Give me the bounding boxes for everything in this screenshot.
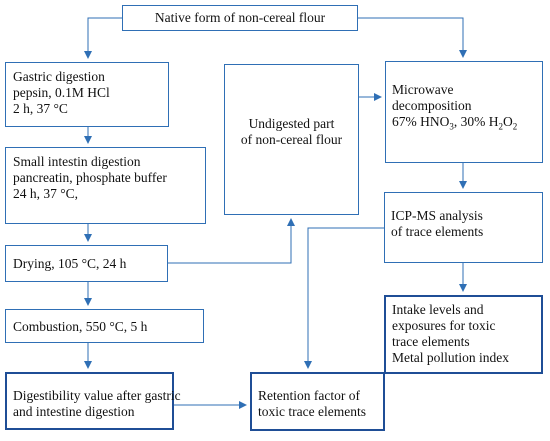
- microwave-h2o2-a: , 30% H: [453, 114, 499, 129]
- combustion-label: Combustion, 550 °C, 5 h: [13, 319, 148, 334]
- digestibility-line-1: Digestibility value after gastric: [13, 388, 181, 403]
- gastric-line-1: Gastric digestion: [13, 69, 105, 84]
- microwave-line-1: Microwave: [392, 82, 454, 97]
- arrow-drying-to-undigested: [168, 218, 295, 264]
- gastric-line-3: 2 h, 37 °C: [13, 101, 68, 116]
- intestine-line-1: Small intestin digestion: [13, 154, 141, 169]
- microwave-prefix: decomposition: [392, 98, 472, 113]
- gastric-line-2: pepsin, 0.1M HCl: [13, 85, 110, 100]
- arrow-native-to-gastric: [84, 17, 122, 59]
- icpms-line-2: of trace elements: [391, 224, 484, 239]
- box-intake-levels: Intake levels and exposures for toxic tr…: [384, 295, 543, 374]
- undigested-line-1: Undigested part: [248, 116, 335, 131]
- box-native-flour: Native form of non-cereal flour: [122, 5, 358, 31]
- intake-line-1: Intake levels and: [392, 302, 484, 317]
- box-icpms-analysis: ICP-MS analysis of trace elements: [384, 192, 543, 263]
- microwave-hno3: 67% HNO: [392, 114, 450, 129]
- box-digestibility-value: Digestibility value after gastric and in…: [5, 372, 181, 430]
- microwave-h2o2-b: O: [503, 114, 513, 129]
- digestibility-line-2: and intestine digestion: [13, 404, 135, 419]
- intestine-line-2: pancreatin, phosphate buffer: [13, 170, 167, 185]
- microwave-sub-2b: 2: [512, 121, 518, 132]
- intestine-line-3: 24 h, 37 °C,: [13, 186, 79, 201]
- retention-line-2: toxic trace elements: [258, 404, 366, 419]
- box-retention-factor: Retention factor of toxic trace elements: [250, 372, 385, 431]
- intake-line-3: trace elements: [392, 334, 470, 349]
- box-small-intestine-digestion: Small intestin digestion pancreatin, pho…: [5, 147, 206, 224]
- intake-line-4: Metal pollution index: [392, 350, 509, 365]
- microwave-sub-3: 3: [449, 121, 454, 132]
- intake-line-2: exposures for toxic: [392, 318, 496, 333]
- native-flour-label: Native form of non-cereal flour: [154, 10, 326, 25]
- box-gastric-digestion: Gastric digestion pepsin, 0.1M HCl 2 h, …: [5, 62, 169, 127]
- arrow-native-to-microwave: [358, 17, 467, 58]
- drying-label: Drying, 105 °C, 24 h: [13, 256, 127, 271]
- icpms-line-1: ICP-MS analysis: [391, 208, 483, 223]
- microwave-sub-2a: 2: [498, 121, 504, 132]
- arrow-icpms-to-retention: [304, 227, 384, 369]
- retention-line-1: Retention factor of: [258, 388, 360, 403]
- undigested-line-2: of non-cereal flour: [240, 132, 343, 147]
- box-drying: Drying, 105 °C, 24 h: [5, 245, 168, 282]
- box-combustion: Combustion, 550 °C, 5 h: [5, 309, 204, 343]
- box-undigested-part: Undigested part of non-cereal flour: [224, 64, 359, 215]
